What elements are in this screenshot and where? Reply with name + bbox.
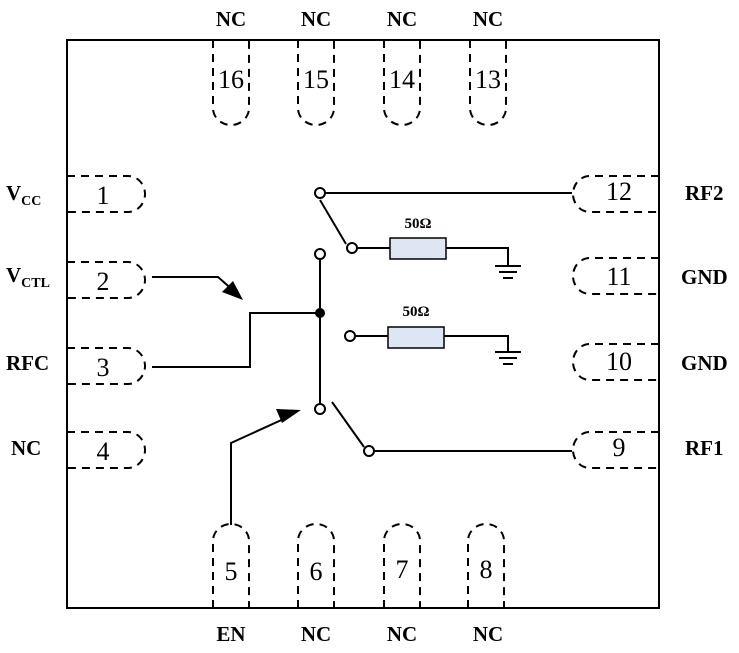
pad-7: 7 [383,523,421,608]
pin-number-4: 4 [97,437,110,466]
pin-label-1: VCC [6,181,41,209]
pin-number-12: 12 [606,177,632,206]
pin-number-2: 2 [97,267,110,296]
pad-16: 16 [212,40,250,126]
pin-label-9: RF1 [685,436,724,460]
pin-label-13: NC [473,7,503,31]
switch-contact-top-common [314,248,326,260]
pin-number-16: 16 [218,65,244,94]
pin-number-8: 8 [480,555,493,584]
switch-contact-bottom-load [344,330,356,342]
pin-number-1: 1 [97,181,110,210]
top-resistor-wire-right [446,247,509,266]
pad-14: 14 [383,40,421,126]
top-resistor-label: 50Ω [404,216,431,232]
pin-number-9: 9 [613,433,626,462]
pad-11: 11 [572,257,659,295]
pin-number-14: 14 [389,65,415,94]
pin-label-8: NC [473,622,503,646]
pad-13: 13 [469,40,507,126]
pad-3: 3 [67,347,146,385]
pin-label-6: NC [301,622,331,646]
pin-label-15: NC [301,7,331,31]
pin-number-7: 7 [396,555,409,584]
pad-8: 8 [467,523,505,608]
pad-1: 1 [67,175,146,213]
pin-label-2: VCTL [6,263,50,291]
top-resistor [389,237,447,260]
pad-5: 5 [212,523,250,608]
pin-number-5: 5 [225,557,238,586]
arrow-head-icon [222,281,243,300]
pin-number-15: 15 [303,65,329,94]
pad-15: 15 [297,40,335,126]
arrow-head-icon [276,409,301,423]
switch-contact-top-load [346,242,358,254]
switch-arm-top [319,199,347,245]
common-node-dot [315,308,325,318]
pin-label-3: RFC [6,351,49,375]
pin-number-11: 11 [606,262,631,291]
pad-9: 9 [572,431,659,469]
pin-label-16: NC [216,7,246,31]
en-control-line [230,416,289,525]
pin-label-14: NC [387,7,417,31]
pin-label-11: GND [681,265,728,289]
pin-label-10: GND [681,351,728,375]
pad-6: 6 [297,523,335,608]
package-body [66,39,660,609]
ground-icon [495,351,521,365]
switch-contact-rf2 [314,187,326,199]
switch-arm-bottom [331,401,365,448]
pin-label-4: NC [11,436,41,460]
rfc-wire [152,312,320,368]
switch-contact-rf1 [363,445,375,457]
switch-contact-bottom-common [314,403,326,415]
pin-label-7: NC [387,622,417,646]
pad-10: 10 [572,343,659,381]
pin-number-3: 3 [97,353,110,382]
pin-label-12: RF2 [685,181,724,205]
bottom-resistor-label: 50Ω [402,304,429,320]
pin-number-6: 6 [310,557,323,586]
vctl-control-line [152,276,236,293]
pad-4: 4 [67,431,146,469]
ground-icon [495,265,521,279]
bottom-resistor-wire-right [444,335,509,352]
bottom-resistor [387,326,445,349]
pin-label-5: EN [216,622,245,646]
pad-2: 2 [67,261,146,299]
pin-number-13: 13 [475,65,501,94]
pad-12: 12 [572,175,659,213]
pin-number-10: 10 [606,347,632,376]
